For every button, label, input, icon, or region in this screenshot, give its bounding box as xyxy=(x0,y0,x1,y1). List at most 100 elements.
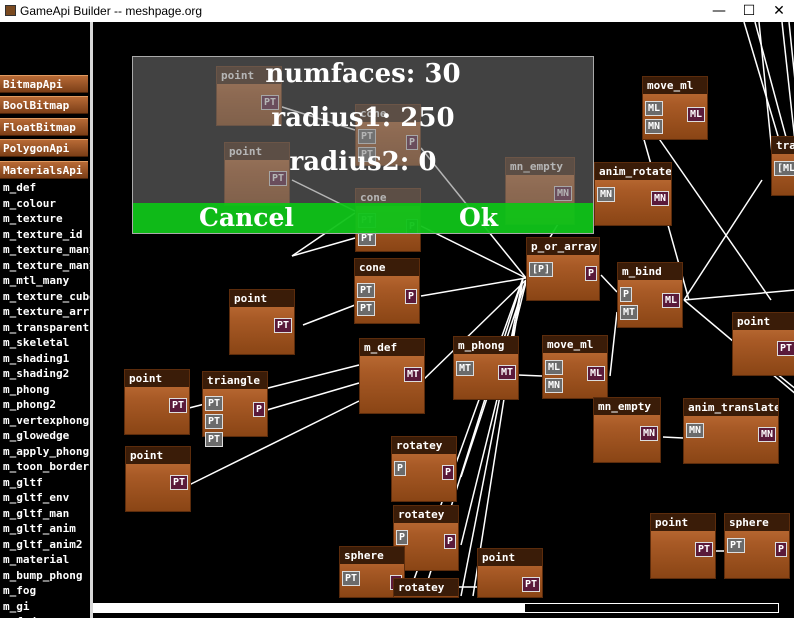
material-item[interactable]: m_apply_phong xyxy=(3,444,90,458)
input-port[interactable]: ML xyxy=(645,101,664,116)
input-port[interactable]: MT xyxy=(456,361,475,376)
material-item[interactable]: m_fog xyxy=(3,584,37,597)
output-port[interactable]: PT xyxy=(776,341,794,356)
material-item[interactable]: m_glowedge xyxy=(3,429,70,442)
output-port[interactable]: MT xyxy=(497,365,516,380)
material-item[interactable]: m_gltf xyxy=(3,475,43,489)
material-item[interactable]: m_phong2 xyxy=(3,398,56,411)
output-port[interactable]: P xyxy=(584,266,597,281)
close-button[interactable]: ✕ xyxy=(764,0,794,22)
material-item[interactable]: m_toon_border xyxy=(3,460,90,473)
output-port[interactable]: P xyxy=(441,465,454,480)
scrollbar-thumb[interactable] xyxy=(94,604,525,612)
ok-button[interactable]: Ok xyxy=(459,203,499,232)
node-rotatey[interactable]: rotatey xyxy=(393,578,459,598)
output-port[interactable]: ML xyxy=(686,107,705,122)
material-item[interactable]: m_material xyxy=(3,553,70,566)
material-item[interactable]: m_def xyxy=(3,181,37,194)
material-item[interactable]: m_texture_many xyxy=(3,243,90,256)
category-bitmapapi[interactable]: BitmapApi xyxy=(0,75,88,93)
input-port[interactable]: [ML xyxy=(774,161,794,176)
material-item[interactable]: m_gltf_anim2 xyxy=(3,537,83,551)
output-port[interactable]: PT xyxy=(521,577,540,592)
input-port[interactable]: P xyxy=(394,461,407,476)
material-item[interactable]: m_gi xyxy=(3,599,30,613)
node-graph-canvas[interactable]: pointPTconePTPTPpointPTconePTPTPmn_empty… xyxy=(90,22,794,618)
category-boolbitmap[interactable]: BoolBitmap xyxy=(0,96,88,114)
input-port[interactable]: MN xyxy=(686,423,705,438)
output-port[interactable]: P xyxy=(404,289,417,304)
material-item[interactable]: m_gltf_anim xyxy=(3,522,76,535)
material-item[interactable]: m_transparent xyxy=(3,320,90,334)
material-item[interactable]: m_mtl_many xyxy=(3,274,70,287)
material-item[interactable]: m_phong xyxy=(3,382,50,396)
material-item[interactable]: m_texture_id xyxy=(3,227,83,241)
category-materialsapi[interactable]: MaterialsApi xyxy=(0,161,88,179)
maximize-button[interactable]: ☐ xyxy=(734,0,764,22)
category-polygonapi[interactable]: PolygonApi xyxy=(0,139,88,157)
input-port[interactable]: MN xyxy=(597,187,616,202)
material-item[interactable]: m_shading1 xyxy=(3,351,70,365)
input-port[interactable]: PT xyxy=(342,571,361,586)
output-port[interactable]: PT xyxy=(168,398,187,413)
input-port[interactable]: PT xyxy=(205,396,224,411)
input-port[interactable]: PT xyxy=(357,283,376,298)
param-radius1[interactable]: radius1: 250 xyxy=(271,103,455,133)
material-item[interactable]: m_skeletal xyxy=(3,336,70,349)
material-item[interactable]: m_vertexphong xyxy=(3,413,90,427)
output-port[interactable]: MN xyxy=(650,191,669,206)
material-item[interactable]: m_gltf_env xyxy=(3,491,70,504)
material-item[interactable]: m_shading2 xyxy=(3,367,70,380)
input-port[interactable]: ML xyxy=(545,360,564,375)
material-item[interactable]: m_texture_arr xyxy=(3,305,90,318)
output-port[interactable]: MN xyxy=(639,426,658,441)
input-port[interactable]: P xyxy=(396,530,409,545)
input-port[interactable]: MN xyxy=(545,378,564,393)
output-port[interactable]: PT xyxy=(169,475,188,490)
output-port[interactable]: P xyxy=(774,542,787,557)
input-port[interactable]: PT xyxy=(357,301,376,316)
cancel-button[interactable]: Cancel xyxy=(199,203,294,232)
material-item[interactable]: m_texture xyxy=(3,212,63,225)
output-port[interactable]: ML xyxy=(586,366,605,381)
material-item[interactable]: m_texture_many xyxy=(3,258,90,272)
output-port[interactable]: MN xyxy=(757,427,776,442)
input-port[interactable]: PT xyxy=(727,538,746,553)
input-port[interactable]: PT xyxy=(205,432,224,447)
output-port[interactable]: ML xyxy=(661,293,680,308)
input-port[interactable]: MT xyxy=(620,305,639,320)
output-port[interactable]: PT xyxy=(273,318,292,333)
input-port[interactable]: MN xyxy=(645,119,664,134)
material-item[interactable]: m_bump_phong xyxy=(3,568,83,582)
output-port[interactable]: P xyxy=(443,534,456,549)
material-item[interactable]: m_gltf_man xyxy=(3,506,70,520)
material-item[interactable]: m_colour xyxy=(3,196,56,210)
horizontal-scrollbar[interactable] xyxy=(93,603,779,613)
param-numfaces[interactable]: numfaces: 30 xyxy=(265,59,461,89)
output-port[interactable]: PT xyxy=(694,542,713,557)
input-port[interactable]: PT xyxy=(358,231,377,246)
minimize-button[interactable]: — xyxy=(704,0,734,22)
material-item[interactable]: m_texture_cube xyxy=(3,289,90,303)
node-tra[interactable]: tra[ML xyxy=(771,136,794,196)
input-port[interactable]: [P] xyxy=(529,262,554,277)
node-p-or-array[interactable]: p_or_array[P]P xyxy=(526,237,600,301)
output-port[interactable]: MT xyxy=(403,367,422,382)
